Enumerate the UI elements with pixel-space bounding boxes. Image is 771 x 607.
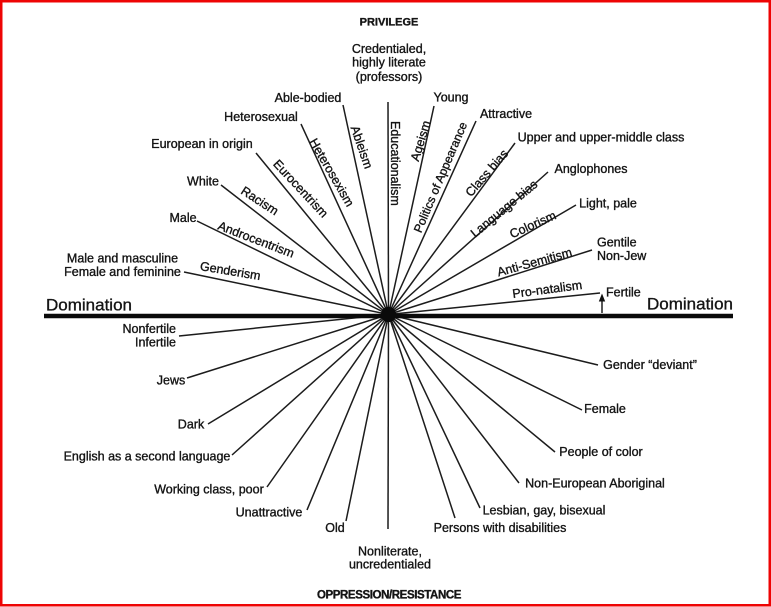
svg-text:Nonfertile: Nonfertile xyxy=(123,322,177,336)
svg-text:highly literate: highly literate xyxy=(352,56,426,70)
svg-text:Old: Old xyxy=(325,521,345,535)
svg-text:Persons with disabilities: Persons with disabilities xyxy=(434,521,567,535)
svg-text:Non-Jew: Non-Jew xyxy=(597,249,647,263)
svg-text:Anglophones: Anglophones xyxy=(555,162,628,176)
svg-text:Non-European Aboriginal: Non-European Aboriginal xyxy=(525,477,665,491)
svg-text:Male: Male xyxy=(169,211,196,225)
svg-text:Female and feminine: Female and feminine xyxy=(64,265,181,279)
svg-text:English as a second language: English as a second language xyxy=(64,450,231,464)
svg-text:(professors): (professors) xyxy=(356,70,423,84)
svg-text:Domination: Domination xyxy=(46,296,132,315)
svg-text:Young: Young xyxy=(434,91,469,105)
svg-text:Upper and upper-middle class: Upper and upper-middle class xyxy=(518,131,685,145)
svg-text:Jews: Jews xyxy=(157,374,185,388)
svg-text:Attractive: Attractive xyxy=(480,107,532,121)
svg-text:European in origin: European in origin xyxy=(151,137,253,151)
svg-text:uncredentialed: uncredentialed xyxy=(349,558,431,572)
svg-text:Female: Female xyxy=(584,402,626,416)
svg-text:Fertile: Fertile xyxy=(606,286,641,300)
svg-text:Gender “deviant”: Gender “deviant” xyxy=(603,358,697,372)
svg-text:Infertile: Infertile xyxy=(135,336,176,350)
svg-text:Gentile: Gentile xyxy=(597,236,637,250)
svg-text:White: White xyxy=(187,175,219,189)
svg-text:Unattractive: Unattractive xyxy=(236,506,303,520)
svg-text:People of color: People of color xyxy=(559,445,642,459)
svg-text:PRIVILEGE: PRIVILEGE xyxy=(360,17,419,29)
svg-text:Credentialed,: Credentialed, xyxy=(352,42,426,56)
svg-text:Lesbian, gay, bisexual: Lesbian, gay, bisexual xyxy=(483,504,606,518)
svg-text:Educationalism: Educationalism xyxy=(388,121,402,206)
svg-text:Nonliterate,: Nonliterate, xyxy=(358,545,422,559)
svg-text:Dark: Dark xyxy=(178,418,205,432)
svg-text:Male and masculine: Male and masculine xyxy=(67,252,178,266)
svg-text:Working class, poor: Working class, poor xyxy=(154,482,264,496)
svg-text:OPPRESSION/RESISTANCE: OPPRESSION/RESISTANCE xyxy=(317,590,462,602)
svg-text:Light, pale: Light, pale xyxy=(579,197,637,211)
svg-text:Domination: Domination xyxy=(647,295,733,314)
svg-text:Able-bodied: Able-bodied xyxy=(275,91,342,105)
svg-text:Heterosexual: Heterosexual xyxy=(224,110,298,124)
